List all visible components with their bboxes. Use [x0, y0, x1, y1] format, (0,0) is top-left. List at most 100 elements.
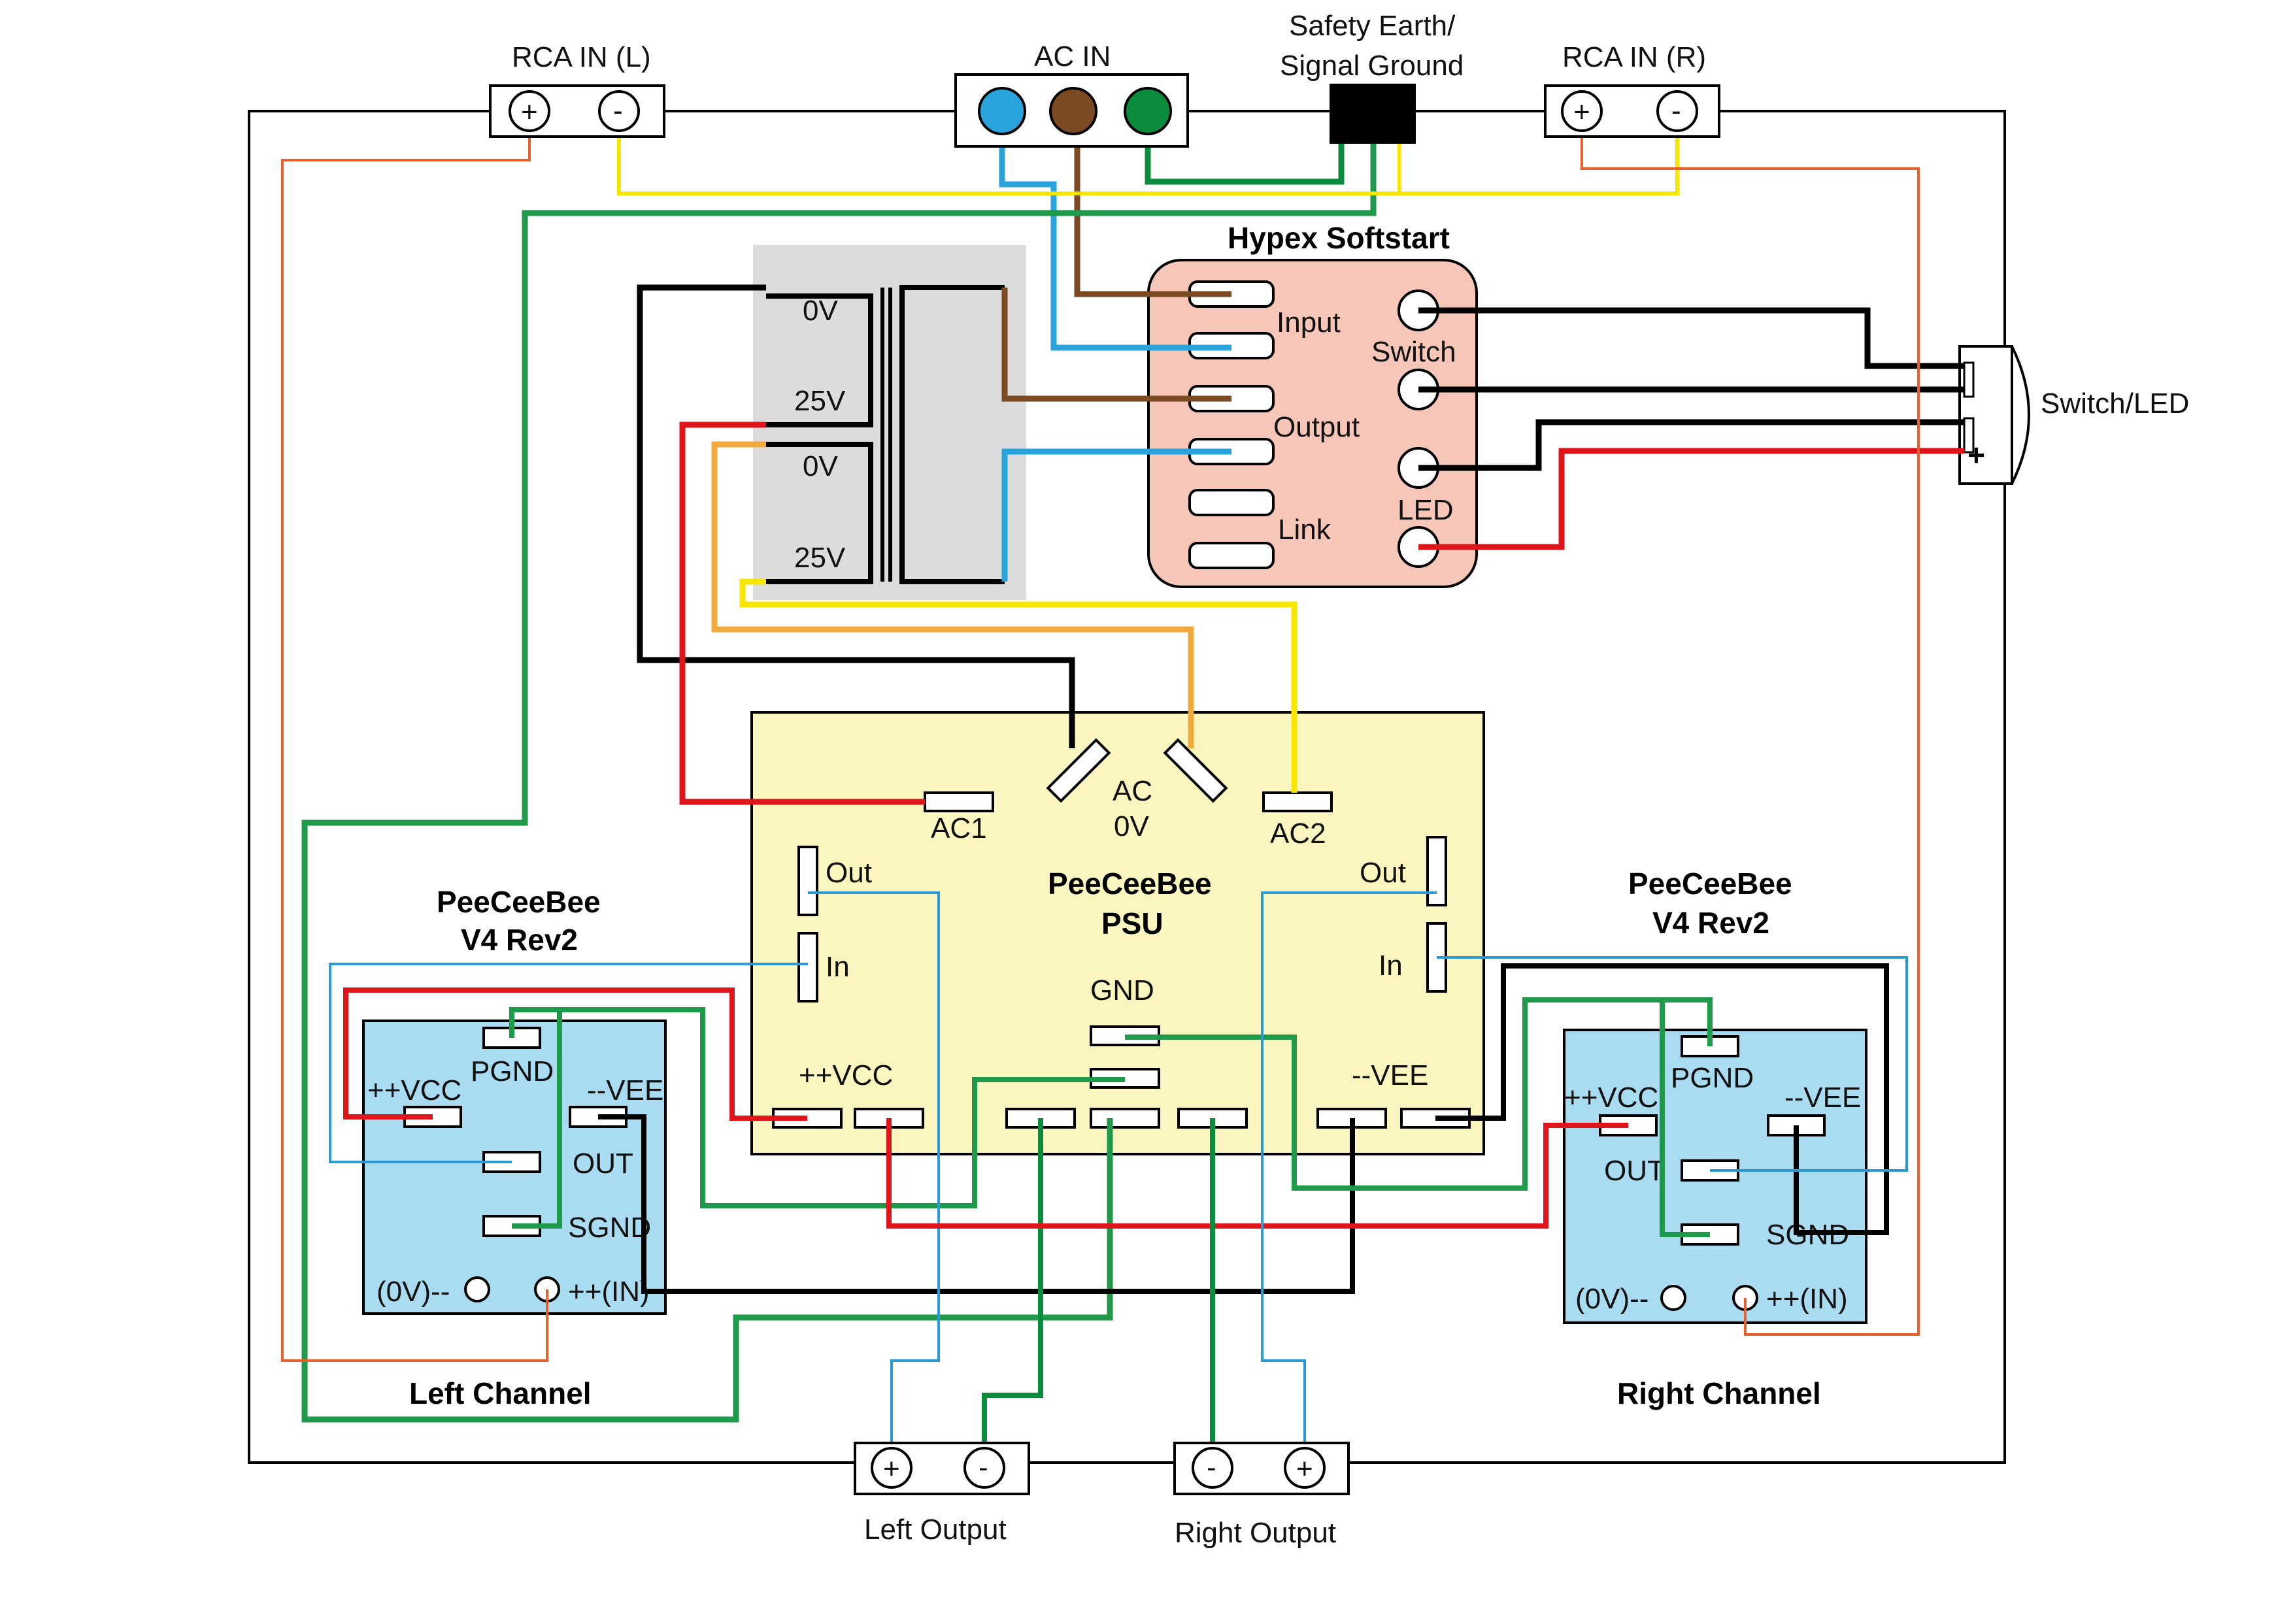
left-output-minus-terminal [963, 1447, 1005, 1489]
wire-left-vee [598, 1114, 1355, 1294]
psu-ac1-label: AC1 [931, 812, 987, 844]
amp-right-board: ++VCC PGND --VEE OUT SGND (0V)-- ++(IN) [1563, 1029, 1867, 1324]
wire-left-sgnd [512, 1010, 562, 1229]
right-output-minus-terminal [1192, 1447, 1233, 1489]
amp-right-title-line-1: PeeCeeBee [1628, 867, 1792, 901]
rca-in-left-minus-terminal [598, 90, 640, 132]
switch-led-plus-symbol: + [1967, 438, 1985, 472]
wire-rca-left-positive [281, 111, 548, 1362]
rca-in-right-minus-symbol: - [1671, 95, 1681, 127]
psu-in-right-label: In [1379, 950, 1403, 982]
psu-out-right-label: Out [1360, 857, 1406, 889]
psu-title-line-1: PeeCeeBee [1048, 867, 1212, 901]
psu-in-left-label: In [826, 951, 850, 983]
amp-left-sgnd-label: SGND [568, 1212, 651, 1244]
rca-in-right-label: RCA IN (R) [1562, 41, 1706, 73]
softstart-link-terminal-1 [1188, 489, 1275, 516]
softstart-led-label: LED [1398, 494, 1454, 526]
transformer-25v-b-label: 25V [794, 542, 846, 574]
amp-left-vee-label: --VEE [587, 1074, 663, 1106]
amp-left-pgnd-label: PGND [471, 1055, 554, 1087]
psu-gnd-terminal-4 [1090, 1108, 1160, 1129]
psu-ac0v-label: 0V [1114, 810, 1149, 842]
wire-signal-ground-left [301, 144, 1377, 1423]
wire-rca-right-positive [1581, 111, 1920, 1336]
wire-right-vee [1435, 963, 1889, 1235]
right-output-plus-symbol: + [1296, 1453, 1313, 1485]
left-output-connector: + - [854, 1442, 1030, 1495]
psu-board: AC1 AC 0V AC2 PeeCeeBee PSU Out In Out I… [750, 711, 1485, 1155]
transformer-0v-a-label: 0V [803, 295, 838, 327]
transformer: 0V 25V 0V 25V [753, 245, 1026, 600]
amp-right-vee-label: --VEE [1784, 1082, 1861, 1114]
psu-out-left-terminal [797, 846, 818, 916]
wire-secondary-25v-b [739, 578, 1297, 793]
safety-earth-block [1330, 84, 1416, 144]
right-output-label: Right Output [1175, 1517, 1336, 1549]
wire-led-negative [1418, 419, 1964, 471]
amp-left-board: ++VCC PGND --VEE OUT SGND (0V)-- ++(IN) [362, 1019, 667, 1315]
ac-in-earth-terminal [1124, 87, 1172, 135]
right-output-connector: - + [1173, 1442, 1350, 1495]
wire-left-output-signal [808, 891, 940, 1463]
left-output-label: Left Output [864, 1514, 1007, 1546]
switch-led-label: Switch/LED [2041, 388, 2189, 420]
psu-ac2-terminal [1262, 791, 1333, 812]
wire-left-output-ground [982, 1118, 1043, 1463]
amp-right-title-line-2: V4 Rev2 [1652, 906, 1769, 940]
rca-in-right-minus-terminal [1656, 90, 1698, 132]
wire-left-input-signal [329, 963, 808, 1163]
psu-vcc-label: ++VCC [799, 1059, 893, 1091]
left-output-plus-terminal [871, 1447, 912, 1489]
wire-right-vcc [886, 1118, 1628, 1229]
softstart-title: Hypex Softstart [1228, 221, 1450, 255]
psu-ac-label: AC [1113, 775, 1152, 807]
amp-right-out-label: OUT [1604, 1155, 1665, 1187]
psu-vee-label: --VEE [1352, 1059, 1428, 1091]
right-output-plus-terminal [1284, 1447, 1326, 1489]
amp-right-0v-label: (0V)-- [1575, 1283, 1649, 1315]
wire-live-to-transformer [1001, 448, 1231, 582]
wire-left-pgnd [509, 1007, 1125, 1208]
psu-ac0v-terminal-left [1046, 738, 1111, 803]
switch-led: + [1958, 345, 2030, 485]
rca-in-left-plus-terminal [509, 90, 550, 132]
amp-left-vcc-label: ++VCC [367, 1074, 461, 1106]
transformer-0v-b-label: 0V [803, 450, 838, 482]
psu-ac1-terminal [924, 791, 994, 812]
right-output-minus-symbol: - [1207, 1451, 1216, 1483]
softstart-switch-label: Switch [1371, 336, 1456, 368]
ac-in-neutral-terminal [1049, 87, 1097, 135]
amp-right-pgnd-label: PGND [1671, 1062, 1754, 1094]
rca-in-right-plus-terminal [1561, 90, 1603, 132]
psu-in-left-terminal [797, 932, 818, 1003]
psu-ac0v-terminal-right [1163, 738, 1228, 803]
left-output-plus-symbol: + [883, 1453, 900, 1485]
rca-in-right-connector: + - [1544, 84, 1720, 138]
ac-in-label: AC IN [1034, 41, 1111, 73]
amp-right-0v-terminal [1660, 1285, 1686, 1311]
ac-in-live-terminal [978, 87, 1026, 135]
amp-right-in-label: ++(IN) [1766, 1283, 1848, 1315]
wire-switch-1 [1418, 307, 1964, 369]
rca-in-left-label: RCA IN (L) [512, 41, 651, 73]
wire-live-ac-in [999, 111, 1231, 351]
right-channel-label: Right Channel [1617, 1376, 1821, 1410]
rca-in-left-plus-symbol: + [521, 96, 538, 128]
rca-in-right-plus-symbol: + [1573, 96, 1590, 128]
wire-right-sgnd [1660, 1000, 1710, 1237]
amp-right-vcc-label: ++VCC [1564, 1082, 1658, 1114]
wire-right-input-signal [1437, 956, 1908, 1172]
amp-left-0v-label: (0V)-- [377, 1276, 450, 1308]
wire-rca-left-negative [617, 111, 1401, 195]
softstart-input-label: Input [1277, 307, 1341, 339]
wire-led-positive [1418, 448, 1964, 550]
safety-earth-label-line-1: Safety Earth/ [1289, 10, 1456, 42]
psu-title-line-2: PSU [1101, 906, 1163, 940]
softstart-link-terminal-2 [1188, 542, 1275, 569]
wire-secondary-25v-a [679, 422, 925, 805]
transformer-25v-a-label: 25V [794, 385, 846, 417]
amp-left-out-label: OUT [573, 1148, 633, 1180]
psu-out-right-terminal [1426, 836, 1447, 906]
